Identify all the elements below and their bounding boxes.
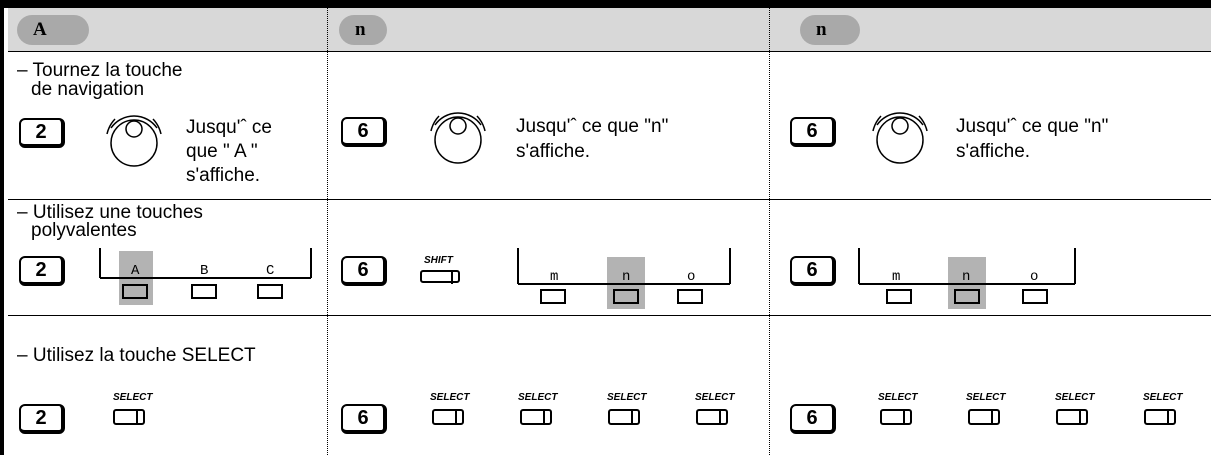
row1-instruction-line1: – Tournez la touche bbox=[17, 60, 183, 81]
row1-col2-text-l1: Jusqu'ˆ ce que "n" bbox=[516, 116, 669, 137]
key-6-button[interactable]: 6 bbox=[790, 117, 836, 147]
navigation-dial-icon bbox=[430, 112, 486, 164]
select-button[interactable] bbox=[968, 409, 1000, 425]
column-divider-2 bbox=[769, 8, 770, 455]
table-left-border bbox=[0, 0, 4, 455]
row1-col1-text-l2: que " A " bbox=[186, 141, 258, 162]
fkey-letter: m bbox=[550, 269, 559, 285]
header-pill-col1: A bbox=[17, 15, 89, 45]
fkey-letter: o bbox=[687, 269, 696, 285]
select-button[interactable] bbox=[1144, 409, 1176, 425]
function-keys-panel-abc bbox=[99, 248, 312, 305]
navigation-dial-icon bbox=[872, 112, 928, 164]
key-6-button[interactable]: 6 bbox=[790, 256, 836, 286]
fkey-letter: o bbox=[1030, 269, 1039, 285]
select-button[interactable] bbox=[696, 409, 728, 425]
fkey-letter: n bbox=[962, 269, 971, 285]
header-char-col1: A bbox=[33, 19, 47, 40]
function-keys-panel-mno bbox=[517, 248, 731, 309]
shift-button[interactable] bbox=[420, 270, 460, 284]
header-char-col2: n bbox=[355, 19, 366, 40]
key-label: 2 bbox=[35, 259, 47, 281]
row-divider-1 bbox=[8, 199, 1211, 200]
fkey-letter: n bbox=[622, 269, 631, 285]
key-label: 6 bbox=[806, 120, 818, 142]
key-6-button[interactable]: 6 bbox=[790, 404, 836, 434]
select-button[interactable] bbox=[880, 409, 912, 425]
select-button[interactable] bbox=[520, 409, 552, 425]
key-6-button[interactable]: 6 bbox=[341, 256, 387, 286]
row1-col2-text-l2: s'affiche. bbox=[516, 141, 591, 162]
row-divider-header bbox=[8, 51, 1211, 52]
select-label: SELECT bbox=[607, 392, 647, 403]
row3-instruction: – Utilisez la touche SELECT bbox=[17, 345, 256, 366]
select-button[interactable] bbox=[113, 409, 145, 425]
select-label: SELECT bbox=[966, 392, 1006, 403]
select-label: SELECT bbox=[878, 392, 918, 403]
row1-col3-text-l1: Jusqu'ˆ ce que "n" bbox=[956, 116, 1109, 137]
key-label: 6 bbox=[806, 259, 818, 281]
table-top-border bbox=[0, 0, 1211, 8]
key-label: 6 bbox=[357, 407, 369, 429]
fkey-letter: C bbox=[266, 263, 275, 279]
select-label: SELECT bbox=[518, 392, 558, 403]
row1-col3-text-l2: s'affiche. bbox=[956, 141, 1031, 162]
row2-instruction-line2: polyvalentes bbox=[31, 220, 137, 241]
key-2-button[interactable]: 2 bbox=[19, 404, 65, 434]
row1-instruction-line2: de navigation bbox=[31, 79, 145, 100]
key-label: 2 bbox=[35, 407, 47, 429]
key-6-button[interactable]: 6 bbox=[341, 117, 387, 147]
select-button[interactable] bbox=[1056, 409, 1088, 425]
key-6-button[interactable]: 6 bbox=[341, 404, 387, 434]
key-label: 2 bbox=[35, 121, 47, 143]
select-button[interactable] bbox=[432, 409, 464, 425]
fkey-letter: m bbox=[892, 269, 901, 285]
select-label: SELECT bbox=[1143, 392, 1183, 403]
row1-col1-text-l1: Jusqu'ˆ ce bbox=[186, 117, 273, 138]
fkey-letter: B bbox=[200, 263, 209, 279]
select-label: SELECT bbox=[695, 392, 735, 403]
select-label: SELECT bbox=[1055, 392, 1095, 403]
select-label: SELECT bbox=[430, 392, 470, 403]
column-divider-1 bbox=[327, 8, 328, 455]
header-pill-col3: n bbox=[800, 15, 860, 45]
header-pill-col2: n bbox=[339, 15, 387, 45]
header-char-col3: n bbox=[816, 19, 827, 40]
key-label: 6 bbox=[357, 259, 369, 281]
select-label: SELECT bbox=[113, 392, 153, 403]
header-band bbox=[8, 8, 1211, 51]
key-label: 6 bbox=[806, 407, 818, 429]
key-2-button[interactable]: 2 bbox=[19, 118, 65, 148]
row1-col1-text-l3: s'affiche. bbox=[186, 165, 261, 186]
key-label: 6 bbox=[357, 120, 369, 142]
function-keys-panel-mno bbox=[858, 248, 1076, 309]
select-button[interactable] bbox=[608, 409, 640, 425]
fkey-letter: A bbox=[131, 263, 140, 279]
row-divider-2 bbox=[8, 315, 1211, 316]
navigation-dial-icon bbox=[106, 115, 162, 167]
row2-instruction-line1: – Utilisez une touches bbox=[17, 202, 203, 223]
shift-label: SHIFT bbox=[424, 255, 453, 266]
key-2-button[interactable]: 2 bbox=[19, 256, 65, 286]
